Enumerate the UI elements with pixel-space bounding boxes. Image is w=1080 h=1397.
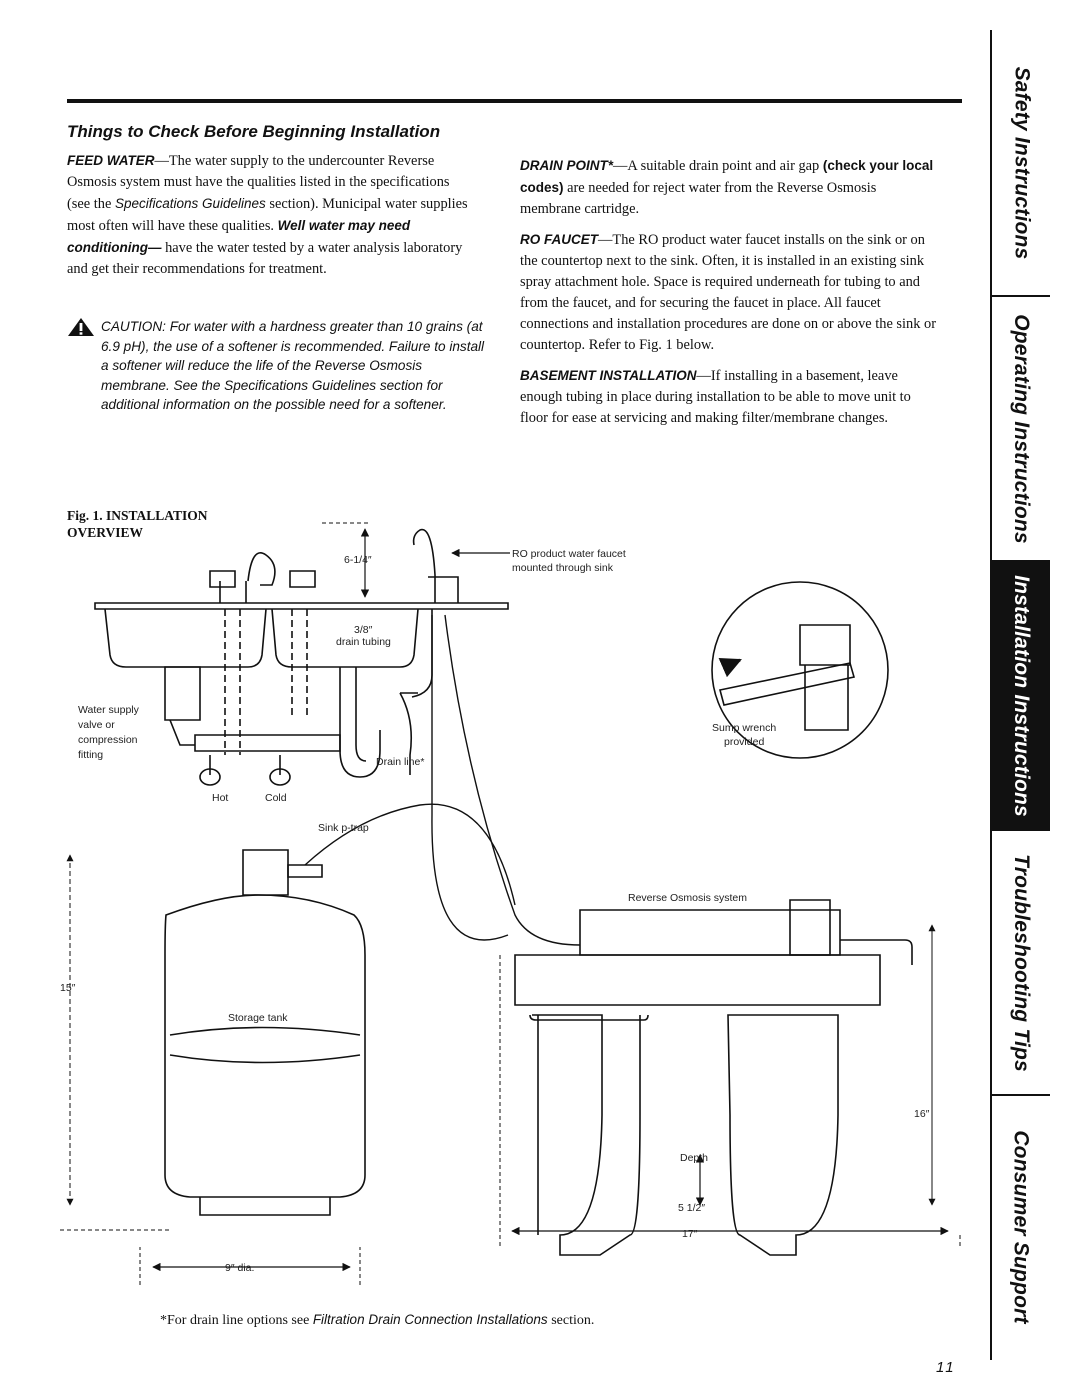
ro-faucet-label-2: mounted through sink: [512, 562, 614, 574]
drain-point-text-2: are needed for reject water from the Rev…: [520, 180, 877, 217]
faucet-height-label: 6-1/4″: [344, 554, 372, 566]
drain-point-paragraph: DRAIN POINT*—A suitable drain point and …: [520, 155, 940, 220]
caution-block: CAUTION: For water with a hardness great…: [67, 317, 485, 415]
installation-diagram: 6-1/4″ RO product water faucet mounted t…: [60, 522, 961, 1285]
tank-height-label: 15″: [60, 982, 76, 994]
basement-text: —If installing in a basement, leave enou…: [520, 368, 911, 426]
drain-tubing-label-1: 3/8″: [354, 624, 373, 636]
caution-body: For water with a hardness greater than 1…: [101, 319, 485, 413]
footnote: *For drain line options see Filtration D…: [160, 1312, 594, 1329]
supply-valve-label-2: valve or: [78, 719, 115, 731]
ro-manifold: [514, 954, 881, 1006]
figure-caption-line2: OVERVIEW: [67, 525, 144, 540]
ro-faucet-lead: RO FAUCET: [520, 232, 599, 247]
tab-label: Safety Instructions: [1010, 66, 1033, 259]
sump-wrench-label-1: Sump wrench: [712, 722, 776, 734]
section-title: Things to Check Before Beginning Install…: [67, 122, 441, 141]
feed-water-text-1: —The water supply to the undercounter Re…: [67, 153, 450, 212]
page-number: 11: [936, 1359, 956, 1376]
drain-point-text-1: —A suitable drain point and air gap: [613, 158, 823, 174]
tab-consumer-support[interactable]: Consumer Support: [992, 1096, 1050, 1358]
left-column: FEED WATER—The water supply to the under…: [67, 150, 475, 289]
figure-caption: Fig. 1. INSTALLATION OVERVIEW: [67, 507, 208, 541]
disposal: [164, 666, 201, 721]
depth-value-label: 5 1/2″: [678, 1202, 705, 1214]
basement-paragraph: BASEMENT INSTALLATION—If installing in a…: [520, 365, 940, 429]
tab-installation-instructions[interactable]: Installation Instructions: [992, 562, 1050, 831]
specifications-guidelines-ref: Specifications Guidelines: [114, 196, 266, 211]
sink-p-trap-label: Sink p-trap: [318, 822, 369, 834]
tab-label: Troubleshooting Tips: [1010, 853, 1034, 1072]
local-codes-note: (check your local codes): [520, 158, 934, 195]
warning-triangle-icon: [68, 318, 94, 336]
tab-safety-instructions[interactable]: Safety Instructions: [992, 30, 1050, 297]
hot-label: Hot: [212, 792, 228, 804]
storage-tank-label: Storage tank: [228, 1012, 288, 1024]
drain-point-lead: DRAIN POINT*: [520, 158, 614, 173]
sink-p-trap: [339, 667, 381, 778]
depth-label: Depth: [680, 1152, 708, 1164]
top-rule: [67, 99, 962, 103]
tab-troubleshooting-tips[interactable]: Troubleshooting Tips: [992, 831, 1050, 1096]
drain-tubing-label-2: drain tubing: [336, 636, 391, 648]
basement-lead: BASEMENT INSTALLATION: [520, 368, 697, 383]
tab-label: Operating Instructions: [1010, 313, 1033, 544]
footnote-text-1: *For drain line options see: [160, 1313, 313, 1328]
right-column: DRAIN POINT*—A suitable drain point and …: [520, 155, 940, 438]
tank-valve: [242, 849, 289, 896]
countertop: [94, 602, 509, 610]
feed-water-paragraph: FEED WATER—The water supply to the under…: [67, 150, 475, 280]
cold-label: Cold: [265, 792, 287, 804]
supply-valve-label-4: fitting: [78, 749, 103, 761]
footnote-reference: Filtration Drain Connection Installation…: [312, 1312, 548, 1327]
feed-water-text-3: have the water tested by a water analysi…: [67, 240, 463, 277]
filter-sump-left: [532, 1014, 641, 1256]
well-water-warning: Well water may need conditioning—: [67, 218, 411, 255]
supply-valve-label-3: compression: [78, 734, 138, 746]
filter-sump-right: [727, 1014, 839, 1256]
system-width-label: 17″: [682, 1228, 698, 1240]
ro-system-label: Reverse Osmosis system: [628, 892, 747, 904]
storage-tank: [164, 894, 366, 1198]
sump-wrench-inset: [711, 581, 889, 759]
sump-wrench-label-2: provided: [724, 736, 764, 748]
ro-membrane: [579, 909, 841, 956]
caution-text: CAUTION: For water with a hardness great…: [67, 317, 485, 415]
feed-water-lead: FEED WATER: [67, 153, 155, 168]
feed-water-text-2: section). Municipal water supplies most …: [67, 196, 468, 234]
sink-basin-left: [104, 608, 267, 668]
ro-faucet: [412, 528, 436, 603]
tab-label: Installation Instructions: [1010, 574, 1034, 817]
side-tabs: Safety Instructions Operating Instructio…: [990, 30, 1050, 1360]
caution-lead: CAUTION:: [101, 319, 166, 334]
footnote-text-2: section.: [547, 1313, 595, 1328]
ro-faucet-label-1: RO product water faucet: [512, 548, 626, 560]
figure-caption-line1: Fig. 1. INSTALLATION: [67, 508, 208, 523]
tab-label: Consumer Support: [1010, 1130, 1033, 1324]
drain-line-label: Drain line*: [376, 756, 424, 768]
tab-operating-instructions[interactable]: Operating Instructions: [992, 297, 1050, 562]
system-height-label: 16″: [914, 1108, 930, 1120]
ro-faucet-paragraph: RO FAUCET—The RO product water faucet in…: [520, 229, 940, 356]
tank-diameter-label: 9″ dia.: [225, 1262, 254, 1274]
supply-valve-label-1: Water supply: [78, 704, 140, 716]
sink-basin-right: [271, 608, 419, 668]
ro-faucet-text: —The RO product water faucet installs on…: [520, 232, 937, 353]
